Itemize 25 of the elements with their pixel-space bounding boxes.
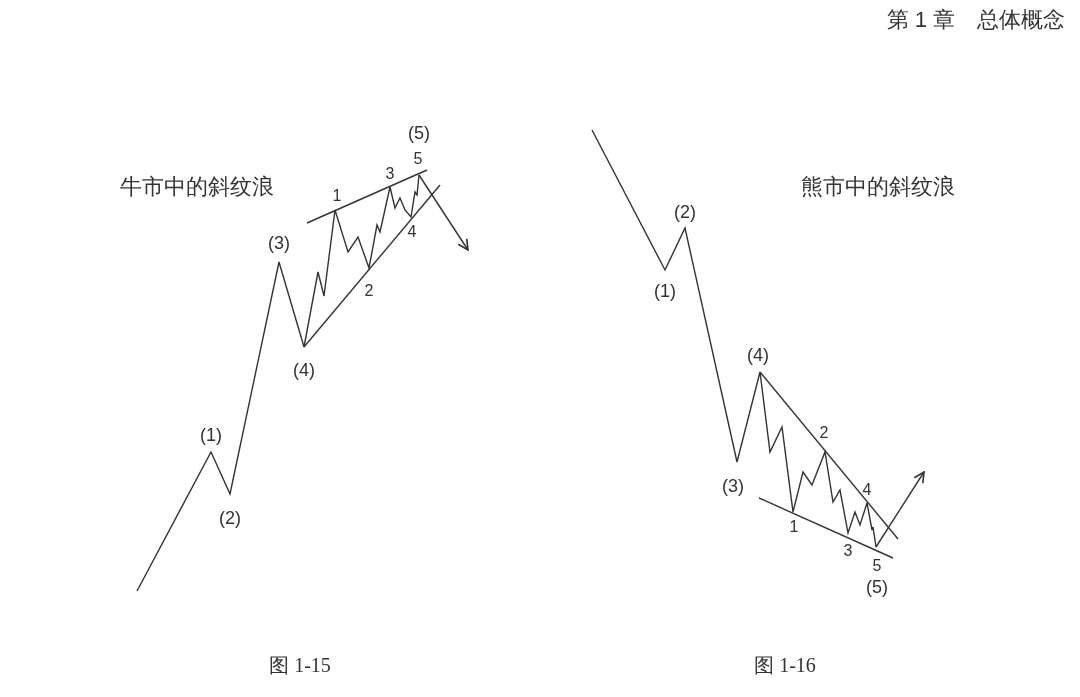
wave-label: 3: [385, 166, 395, 182]
wave-label: (4): [747, 346, 769, 364]
wave-label: 1: [789, 519, 799, 535]
wave-label: 5: [413, 151, 423, 167]
wave-label: (3): [268, 234, 290, 252]
chart-title: 牛市中的斜纹浪: [120, 176, 274, 198]
wave-label: (5): [866, 578, 888, 596]
wave-label: (5): [408, 124, 430, 142]
wave-label: (3): [722, 477, 744, 495]
figure-caption: 图 1-15: [269, 655, 331, 675]
wave-label: 1: [332, 188, 342, 204]
wave-label: 2: [819, 425, 829, 441]
wave-label: 4: [862, 482, 872, 498]
chart-title: 熊市中的斜纹浪: [801, 176, 955, 198]
wave-label: 2: [364, 283, 374, 299]
figure-caption: 图 1-16: [754, 655, 816, 675]
wave-label: (4): [293, 361, 315, 379]
wave-label: (2): [219, 509, 241, 527]
wave-label: (1): [654, 282, 676, 300]
page-header: 第 1 章 总体概念: [886, 9, 1065, 31]
wave-label: (1): [200, 426, 222, 444]
wave-label: 5: [872, 558, 882, 574]
wave-label: 3: [843, 543, 853, 559]
wave-label: (2): [674, 203, 696, 221]
wave-label: 4: [407, 224, 417, 240]
